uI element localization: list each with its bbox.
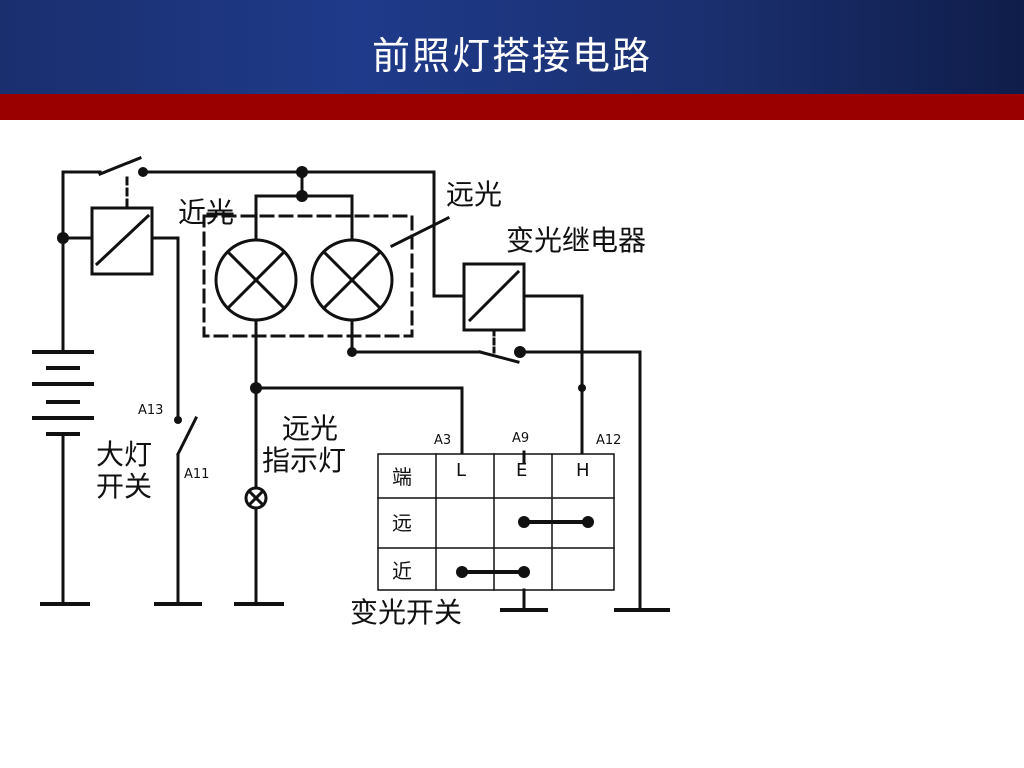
terminal-a12: A12 [596,433,621,448]
lamp-housing [202,214,414,338]
terminal-a11: A11 [184,467,209,482]
headlight-relay [61,206,180,422]
high-beam-lamp [310,238,394,322]
table-row-high: 远 [392,511,412,535]
terminal-a3: A3 [434,433,451,448]
table-header-e: E [516,460,527,481]
headlight-switch-label-line1: 大灯 [96,438,152,471]
top-switch [61,156,436,208]
low-beam-lamp [214,238,298,322]
dimmer-relay-label: 变光继电器 [506,224,646,257]
slide-title: 前照灯搭接电路 [371,34,652,78]
indicator-label-line2: 指示灯 [262,444,346,477]
accent-band [0,94,1024,120]
table-header-l: L [456,460,466,481]
terminal-a13: A13 [138,403,163,418]
headlight-switch-label-line2: 开关 [96,470,152,503]
dimmer-relay [432,170,584,454]
indicator-label-line1: 远光 [282,412,338,445]
table-header-h: H [576,460,590,481]
title-bar [0,0,1024,94]
dimmer-switch-label: 变光开关 [350,596,462,629]
high-beam-label: 远光 [446,178,502,211]
terminal-a9: A9 [512,431,529,446]
indicator-lamp [234,486,284,606]
battery-symbol [32,170,94,606]
headlight-switch [154,415,202,606]
table-row-low: 近 [392,559,412,583]
low-beam-label: 近光 [178,196,234,229]
dimmer-switch-table [377,453,615,591]
table-header-terminal: 端 [392,465,412,489]
junction-dots [57,166,594,578]
